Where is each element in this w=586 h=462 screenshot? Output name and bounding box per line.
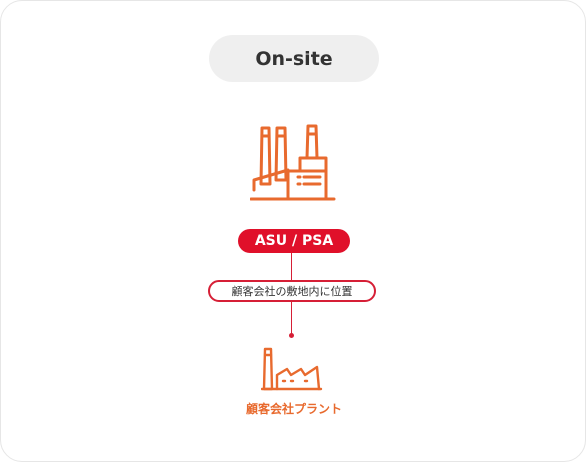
connector-line-top (291, 253, 292, 280)
asu-psa-badge: ASU / PSA (238, 229, 350, 253)
connector-dot (289, 333, 294, 338)
small-factory-icon (261, 347, 323, 391)
factory-with-chimneys-icon (250, 124, 336, 201)
connector-line-bottom (291, 302, 292, 334)
location-note-badge: 顧客会社の敷地内に位置 (208, 280, 376, 302)
title-pill: On-site (209, 35, 379, 82)
customer-plant-label: 顧客会社プラント (245, 402, 342, 416)
